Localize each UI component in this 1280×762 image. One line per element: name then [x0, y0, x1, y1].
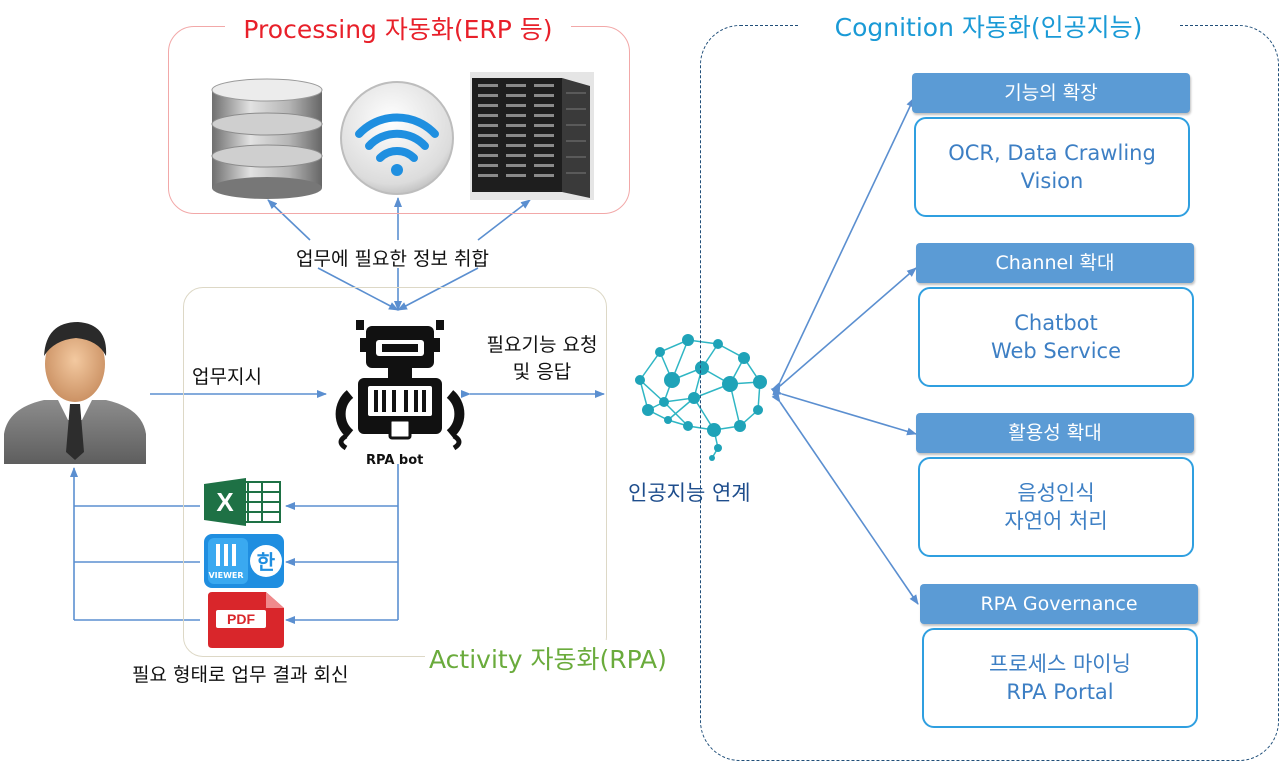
card-line: Chatbot [1014, 311, 1098, 335]
arrow-to-server [477, 199, 531, 241]
card-line: OCR, Data Crawling [948, 141, 1156, 165]
card-header-function-expansion: 기능의 확장 [912, 73, 1190, 113]
work-instruction-label: 업무지시 [192, 366, 262, 388]
activity-title: Activity 자동화(RPA) [425, 640, 671, 676]
card-line: Web Service [990, 339, 1122, 363]
card-header-channel-expansion: Channel 확대 [916, 243, 1194, 283]
card-line: Vision [1020, 169, 1084, 193]
robot-icon [335, 320, 465, 451]
card-body-channel-expansion: Chatbot Web Service [918, 287, 1194, 387]
request-label-line1: 필요기능 요청 [486, 334, 598, 356]
arrow-brain-card-2 [770, 267, 917, 395]
wifi-icon [340, 81, 454, 195]
card-line: RPA Portal [1006, 680, 1114, 704]
excel-icon-letter: X [216, 487, 234, 517]
pdf-icon-text: PDF [227, 611, 255, 627]
request-label: 필요기능 요청 및 응답 [478, 330, 606, 384]
excel-icon: X [204, 478, 281, 526]
hwp-letter: 한 [257, 550, 276, 574]
card-body-rpa-governance: 프로세스 마이닝 RPA Portal [922, 628, 1198, 728]
cognition-title: Cognition 자동화(인공지능) [700, 8, 1277, 44]
activity-region [183, 287, 607, 657]
businessman-icon [4, 322, 146, 464]
ai-link-label: 인공지능 연계 [628, 481, 751, 505]
pdf-icon: PDF [208, 592, 284, 648]
card-header-usability-expansion: 활용성 확대 [916, 413, 1194, 453]
card-line: 자연어 처리 [1004, 509, 1108, 533]
card-body-usability-expansion: 음성인식 자연어 처리 [918, 457, 1194, 557]
neural-brain-icon [635, 334, 767, 461]
rpa-bot-label: RPA bot [366, 453, 424, 468]
card-line: 프로세스 마이닝 [989, 652, 1131, 676]
server-rack-icon [470, 72, 594, 200]
card-body-function-expansion: OCR, Data Crawling Vision [914, 117, 1190, 217]
card-header-rpa-governance: RPA Governance [920, 584, 1198, 624]
arrow-to-database [267, 199, 311, 241]
card-line: 음성인식 [1017, 481, 1095, 505]
database-icon [211, 78, 323, 199]
arrow-converge-right [397, 267, 479, 311]
hwp-viewer-icon: VIEWER 한 [204, 534, 284, 588]
arrow-converge-left [317, 267, 399, 311]
info-gathering-label: 업무에 필요한 정보 취합 [296, 248, 489, 270]
arrow-brain-card-4 [771, 392, 919, 605]
result-reply-label: 필요 형태로 업무 결과 회신 [132, 664, 349, 686]
hwp-viewer-text: VIEWER [208, 571, 243, 580]
request-label-line2: 및 응답 [512, 361, 572, 383]
processing-title: Processing 자동화(ERP 등) [168, 10, 628, 46]
